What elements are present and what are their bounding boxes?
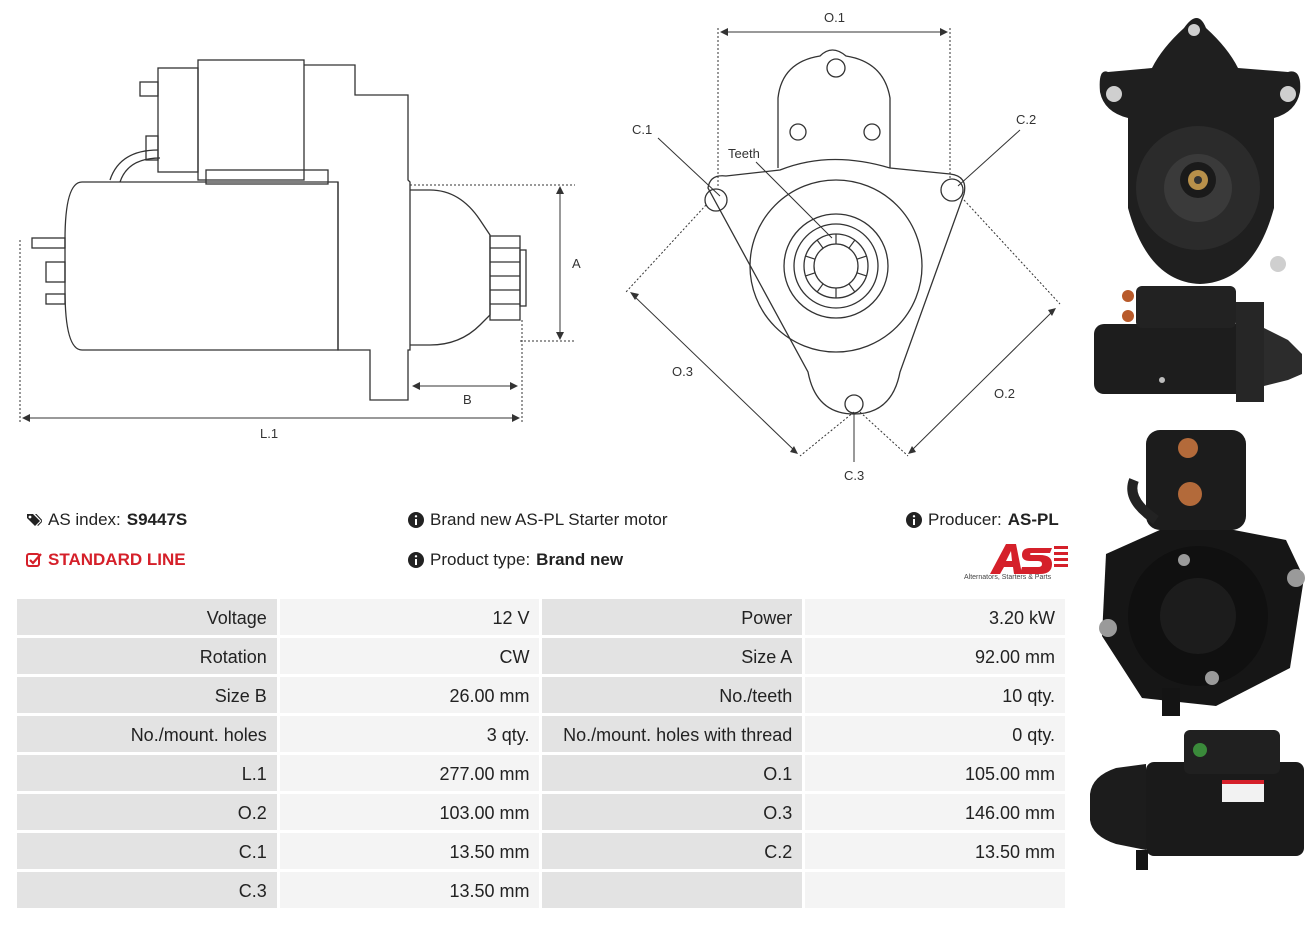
spec-key: O.1 — [542, 755, 803, 791]
spec-value: 13.50 mm — [805, 833, 1065, 869]
spec-key: No./mount. holes with thread — [542, 716, 803, 752]
product-type-value: Brand new — [536, 550, 624, 569]
product-photo-side — [1094, 286, 1302, 402]
as-index-value: S9447S — [126, 510, 188, 529]
product-line: STANDARD LINE — [26, 550, 186, 570]
spec-key: No./teeth — [542, 677, 803, 713]
dim-b-label: B — [463, 392, 472, 407]
spec-value: 13.50 mm — [279, 833, 540, 869]
info-icon — [408, 552, 424, 568]
spec-value: 13.50 mm — [279, 872, 540, 908]
dim-o2-label: O.2 — [994, 386, 1015, 401]
as-index: AS index: S9447S — [26, 510, 187, 530]
dim-o1-label: O.1 — [824, 10, 845, 25]
spec-value: 92.00 mm — [805, 638, 1065, 674]
dim-c2-label: C.2 — [1016, 112, 1036, 127]
spec-key: L.1 — [17, 755, 277, 791]
product-line-label: STANDARD LINE — [48, 550, 186, 569]
dim-c1-label: C.1 — [632, 122, 652, 137]
spec-key — [542, 872, 803, 908]
product-type-label: Product type: — [430, 550, 531, 569]
dim-l1-label: L.1 — [260, 426, 278, 441]
spec-value: 277.00 mm — [279, 755, 540, 791]
dim-o3-label: O.3 — [672, 364, 693, 379]
as-logo: Alternators, Starters & Parts — [960, 540, 1070, 584]
teeth-label: Teeth — [728, 146, 760, 161]
product-photo-label-side — [1090, 730, 1304, 870]
product-photo-rear — [1099, 430, 1305, 716]
side-view-drawing: A B L.1 — [19, 59, 581, 441]
tags-icon — [27, 514, 42, 526]
producer-label: Producer: — [928, 510, 1002, 529]
info-icon — [408, 512, 424, 528]
pinion-tooth — [848, 283, 856, 293]
as-logo-tagline: Alternators, Starters & Parts — [964, 574, 1052, 581]
pinion-tooth — [805, 255, 816, 260]
spec-key: Size A — [542, 638, 803, 674]
producer: Producer: AS-PL — [906, 510, 1059, 530]
description-text: Brand new AS-PL Starter motor — [430, 510, 668, 529]
spec-value: CW — [279, 638, 540, 674]
spec-key: Power — [542, 599, 803, 635]
pinion-tooth — [805, 272, 816, 277]
spec-key: O.3 — [542, 794, 803, 830]
spec-key: C.1 — [17, 833, 277, 869]
dim-a-label: A — [572, 256, 581, 271]
spec-key: Size B — [17, 677, 277, 713]
spec-value: 12 V — [279, 599, 540, 635]
dim-c3-label: C.3 — [844, 468, 864, 483]
spec-value: 0 qty. — [805, 716, 1065, 752]
as-logo-mark — [990, 544, 1068, 574]
spec-key: C.2 — [542, 833, 803, 869]
checkbox-checked-icon — [26, 553, 42, 567]
spec-value: 3.20 kW — [805, 599, 1065, 635]
as-index-label: AS index: — [48, 510, 121, 529]
spec-value: 3 qty. — [279, 716, 540, 752]
spec-value — [805, 872, 1065, 908]
spec-value: 103.00 mm — [279, 794, 540, 830]
pinion-tooth — [816, 283, 824, 293]
spec-key: Voltage — [17, 599, 277, 635]
product-photo-front — [1099, 18, 1301, 284]
spec-key: C.3 — [17, 872, 277, 908]
pinion-tooth — [856, 272, 867, 277]
spec-value: 10 qty. — [805, 677, 1065, 713]
spec-key: No./mount. holes — [17, 716, 277, 752]
pinion-tooth — [848, 239, 856, 249]
spec-key: O.2 — [17, 794, 277, 830]
spec-value: 105.00 mm — [805, 755, 1065, 791]
producer-value: AS-PL — [1007, 510, 1059, 529]
info-icon — [906, 512, 922, 528]
spec-value: 26.00 mm — [279, 677, 540, 713]
pinion-tooth — [816, 239, 824, 249]
front-view-drawing: O.1 C.1 C.2 Teeth O.3 O.2 C.3 — [625, 10, 1061, 483]
description: Brand new AS-PL Starter motor — [408, 510, 667, 530]
spec-value: 146.00 mm — [805, 794, 1065, 830]
product-type: Product type: Brand new — [408, 550, 623, 570]
pinion-tooth — [856, 255, 867, 260]
spec-key: Rotation — [17, 638, 277, 674]
